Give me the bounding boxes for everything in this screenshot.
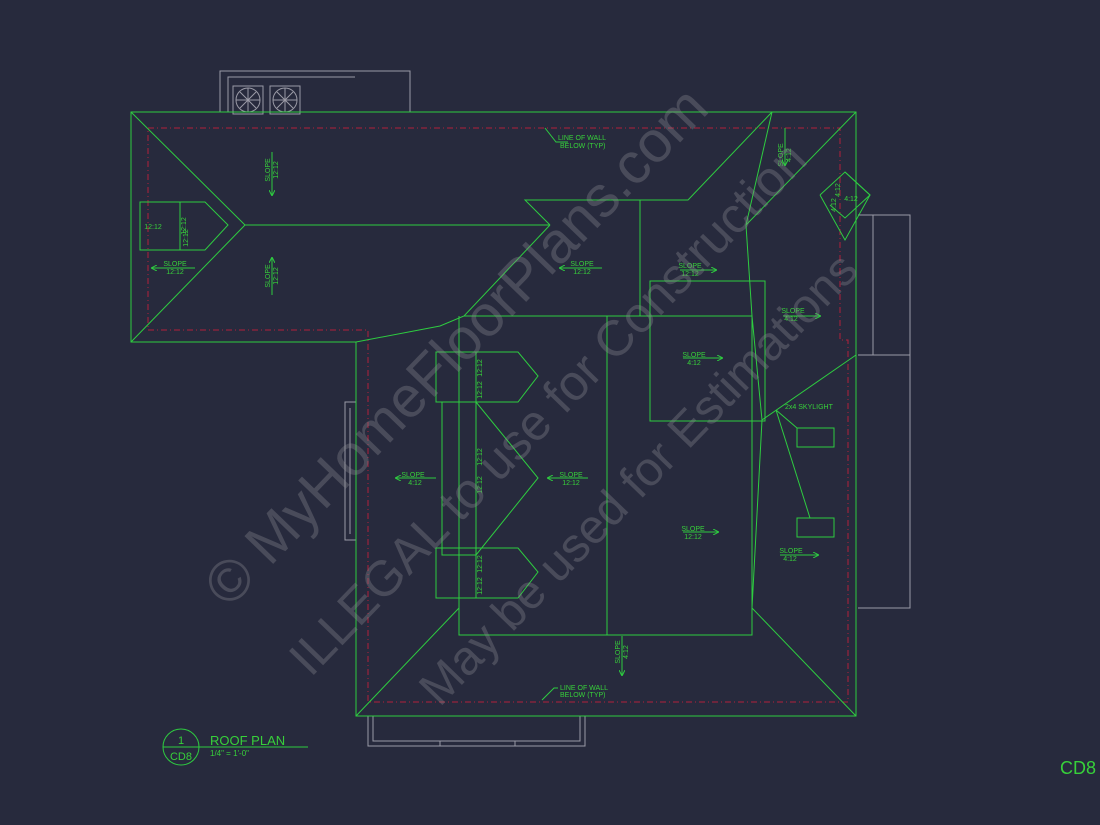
pitch-label: 12:12 [477, 555, 484, 573]
wall-note: BELOW (TYP) [560, 143, 606, 150]
ac-unit-1 [232, 85, 264, 115]
wall-note: LINE OF WALL [560, 685, 608, 692]
slope-word: SLOPE [678, 263, 702, 270]
view-title: ROOF PLAN [210, 733, 285, 748]
sheet-id: CD8 [1060, 758, 1096, 778]
watermark: © MyHomeFloorPlans.com ILLEGAL to use fo… [192, 74, 869, 715]
skylight-note: 2x4 SKYLIGHT [785, 404, 834, 411]
wall-note: BELOW (TYP) [560, 692, 606, 699]
slope-word: SLOPE [265, 158, 272, 182]
slope-value: 4:12 [687, 360, 701, 367]
site-elements [219, 70, 911, 747]
wall-line-below [147, 127, 849, 703]
pitch-label: 12:12 [477, 359, 484, 377]
slope-value: 12:12 [273, 161, 280, 179]
slope-arrows [152, 128, 820, 675]
view-sheet: CD8 [170, 751, 192, 763]
skylight-2 [796, 517, 835, 538]
skylight-1 [796, 427, 835, 448]
pitch-label: 4:12 [831, 198, 838, 212]
slope-word: SLOPE [779, 548, 803, 555]
title-block: 1 CD8 ROOF PLAN 1/4" = 1'-0" [162, 728, 308, 766]
slope-value: 4:12 [783, 556, 797, 563]
pitch-label: 4:12 [835, 183, 842, 197]
roof-lines [130, 111, 871, 717]
slope-value: 4:12 [784, 316, 798, 323]
slope-word: SLOPE [781, 308, 805, 315]
slope-word: SLOPE [615, 640, 622, 664]
slope-word: SLOPE [682, 352, 706, 359]
pitch-label: 12:12 [183, 229, 190, 247]
slope-value: 12:12 [562, 480, 580, 487]
slope-value: 12:12 [273, 267, 280, 285]
slope-value: 4:12 [786, 148, 793, 162]
view-scale: 1/4" = 1'-0" [210, 749, 249, 758]
slope-word: SLOPE [570, 261, 594, 268]
slope-word: SLOPE [163, 261, 187, 268]
slope-word: SLOPE [778, 143, 785, 167]
slope-value: 4:12 [844, 196, 858, 203]
pitch-label: 12:12 [477, 476, 484, 494]
notes: LINE OF WALL BELOW (TYP) LINE OF WALL BE… [558, 135, 834, 699]
pitch-labels: 12:12 12:12 12:12 4:12 4:12 12:12 12:12 … [144, 183, 842, 595]
pitch-label: 12:12 [477, 381, 484, 399]
slope-labels: SLOPE 12:12 SLOPE 12:12 SLOPE 12:12 SLOP… [163, 143, 858, 664]
slope-word: SLOPE [681, 526, 705, 533]
slope-value: 12:12 [166, 269, 184, 276]
wall-note: LINE OF WALL [558, 135, 606, 142]
slope-value: 12:12 [573, 269, 591, 276]
pitch-label: 12:12 [144, 224, 162, 231]
slope-value: 4:12 [623, 645, 630, 659]
slope-value: 12:12 [684, 534, 702, 541]
slope-value: 4:12 [408, 480, 422, 487]
view-number: 1 [178, 735, 184, 747]
pitch-label: 12:12 [477, 577, 484, 595]
pitch-label: 12:12 [181, 217, 188, 235]
pitch-label: 12:12 [477, 448, 484, 466]
slope-value: 12:12 [681, 271, 699, 278]
slope-word: SLOPE [265, 264, 272, 288]
slope-word: SLOPE [559, 472, 583, 479]
ac-unit-2 [269, 85, 301, 115]
slope-word: SLOPE [401, 472, 425, 479]
